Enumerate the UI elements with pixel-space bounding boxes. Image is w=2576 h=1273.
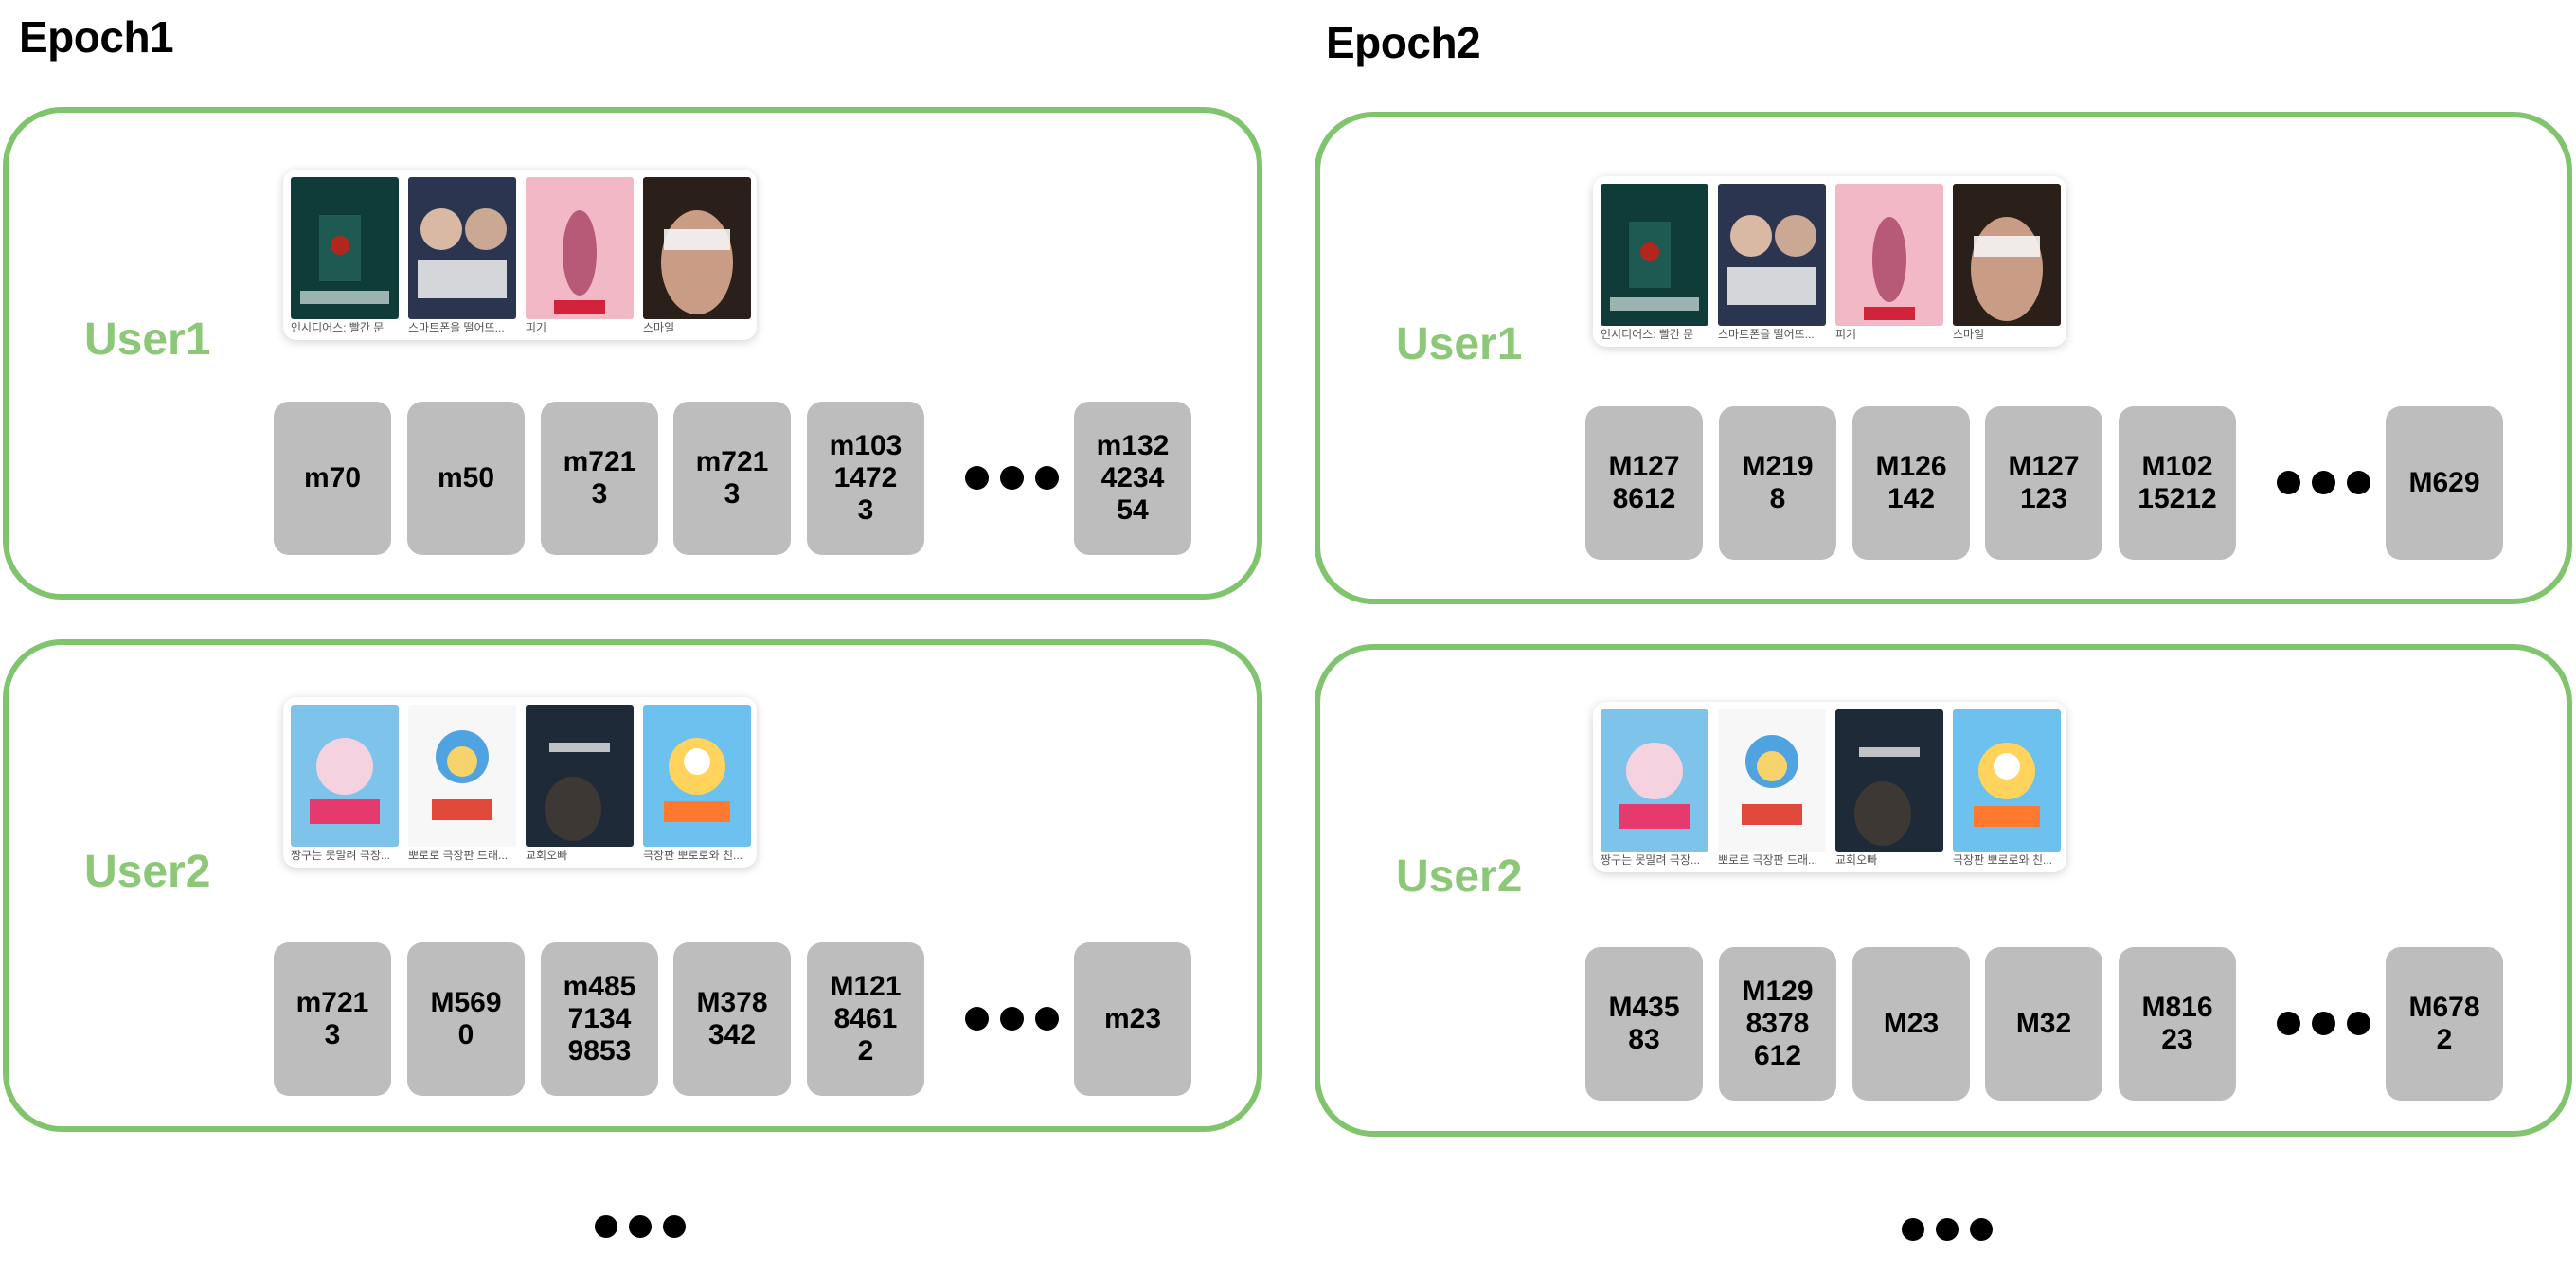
poster-title: 교회오빠 — [1835, 853, 1878, 867]
poster-title: 짱구는 못말려 극장... — [291, 849, 390, 862]
poster-pororo-dragon[interactable] — [1718, 709, 1826, 852]
id-tile: M32 — [1985, 947, 2102, 1101]
id-tile: m70 — [274, 402, 391, 555]
ellipsis-icon — [2277, 471, 2370, 494]
id-tile: m721 3 — [673, 402, 791, 555]
poster-title: 짱구는 못말려 극장... — [1601, 853, 1700, 867]
epoch-2-panel: Epoch2 User1 인시디어스: 빨간 문 스마트폰을 떨어뜨... 피기… — [1288, 0, 2576, 1273]
user-box-user1: User1 인시디어스: 빨간 문 스마트폰을 떨어뜨... 피기 스마일 M1… — [1315, 112, 2572, 604]
ellipsis-icon — [965, 466, 1059, 490]
poster-title: 뽀로로 극장판 드래... — [1718, 853, 1817, 867]
poster-crayon-shinchan[interactable] — [1601, 709, 1708, 852]
id-tile: M816 23 — [2119, 947, 2236, 1101]
poster-title: 인시디어스: 빨간 문 — [291, 321, 385, 334]
epoch-title: Epoch2 — [1326, 18, 1481, 67]
more-users-ellipsis-icon — [595, 1215, 686, 1238]
poster-title: 인시디어스: 빨간 문 — [1601, 328, 1694, 341]
poster-insidious-red-door[interactable] — [1601, 184, 1708, 326]
poster-insidious-red-door[interactable] — [291, 177, 399, 319]
ellipsis-icon — [2277, 1012, 2370, 1035]
poster-title: 피기 — [1835, 328, 1857, 341]
poster-strip: 인시디어스: 빨간 문 스마트폰을 떨어뜨... 피기 스마일 — [283, 170, 757, 340]
id-tile: M121 8461 2 — [807, 942, 924, 1096]
epoch-title: Epoch1 — [19, 12, 174, 62]
poster-title: 스마트폰을 떨어뜨... — [1718, 328, 1815, 341]
poster-smile[interactable] — [1953, 184, 2061, 326]
id-tile: M219 8 — [1719, 406, 1836, 560]
id-tile: M126 142 — [1852, 406, 1970, 560]
poster-title: 스마일 — [643, 321, 675, 334]
poster-unlocked[interactable] — [1718, 184, 1826, 326]
user-label: User2 — [84, 847, 211, 897]
poster-pororo-friends[interactable] — [643, 705, 751, 847]
poster-crayon-shinchan[interactable] — [291, 705, 399, 847]
ellipsis-icon — [965, 1007, 1059, 1031]
id-tile: M102 15212 — [2119, 406, 2236, 560]
poster-strip: 짱구는 못말려 극장... 뽀로로 극장판 드래... 교회오빠 극장판 뽀로로… — [1593, 702, 2066, 872]
more-users-ellipsis-icon — [1902, 1218, 1993, 1241]
poster-title: 피기 — [526, 321, 547, 334]
poster-smile[interactable] — [643, 177, 751, 319]
id-tile-last: M629 — [2386, 406, 2503, 560]
poster-unlocked[interactable] — [408, 177, 516, 319]
id-sequence: m721 3 M569 0 m485 7134 9853 M378 342 M1… — [274, 942, 1221, 1099]
id-tile: M127 8612 — [1585, 406, 1703, 560]
poster-piggy[interactable] — [526, 177, 634, 319]
id-tile: M129 8378 612 — [1719, 947, 1836, 1101]
id-sequence: M435 83 M129 8378 612 M23 M32 M816 23 M6… — [1585, 947, 2532, 1103]
poster-pororo-dragon[interactable] — [408, 705, 516, 847]
id-tile: M435 83 — [1585, 947, 1703, 1101]
id-tile-last: M678 2 — [2386, 947, 2503, 1101]
id-tile: m485 7134 9853 — [541, 942, 658, 1096]
poster-title: 뽀로로 극장판 드래... — [408, 849, 508, 862]
id-tile: m721 3 — [274, 942, 391, 1096]
poster-strip: 인시디어스: 빨간 문 스마트폰을 떨어뜨... 피기 스마일 — [1593, 176, 2066, 347]
id-tile-last: m23 — [1074, 942, 1191, 1096]
user-box-user2: User2 짱구는 못말려 극장... 뽀로로 극장판 드래... 교회오빠 극… — [3, 639, 1262, 1132]
poster-strip: 짱구는 못말려 극장... 뽀로로 극장판 드래... 교회오빠 극장판 뽀로로… — [283, 697, 757, 868]
poster-pororo-friends[interactable] — [1953, 709, 2061, 852]
id-tile: M127 123 — [1985, 406, 2102, 560]
poster-piggy[interactable] — [1835, 184, 1943, 326]
id-tile: m103 1472 3 — [807, 402, 924, 555]
poster-title: 극장판 뽀로로와 친... — [1953, 853, 2052, 867]
epoch-1-panel: Epoch1 User1 인시디어스: 빨간 문 스마트폰을 떨어뜨... 피기… — [3, 12, 1262, 1238]
id-tile: M569 0 — [407, 942, 525, 1096]
id-sequence: M127 8612 M219 8 M126 142 M127 123 M102 … — [1585, 406, 2532, 563]
user-box-user1: User1 인시디어스: 빨간 문 스마트폰을 떨어뜨... 피기 스마일 m7… — [3, 107, 1262, 600]
user-label: User2 — [1396, 852, 1523, 902]
user-label: User1 — [84, 314, 211, 365]
id-sequence: m70 m50 m721 3 m721 3 m103 1472 3 m132 4… — [274, 402, 1221, 558]
poster-title: 극장판 뽀로로와 친... — [643, 849, 742, 862]
id-tile: m50 — [407, 402, 525, 555]
poster-church-oppa[interactable] — [1835, 709, 1943, 852]
poster-title: 스마일 — [1953, 328, 1985, 341]
id-tile: m721 3 — [541, 402, 658, 555]
poster-church-oppa[interactable] — [526, 705, 634, 847]
user-box-user2: User2 짱구는 못말려 극장... 뽀로로 극장판 드래... 교회오빠 극… — [1315, 644, 2572, 1137]
id-tile: M378 342 — [673, 942, 791, 1096]
id-tile: M23 — [1852, 947, 1970, 1101]
user-label: User1 — [1396, 319, 1523, 369]
id-tile-last: m132 4234 54 — [1074, 402, 1191, 555]
poster-title: 교회오빠 — [526, 849, 568, 862]
poster-title: 스마트폰을 떨어뜨... — [408, 321, 505, 334]
